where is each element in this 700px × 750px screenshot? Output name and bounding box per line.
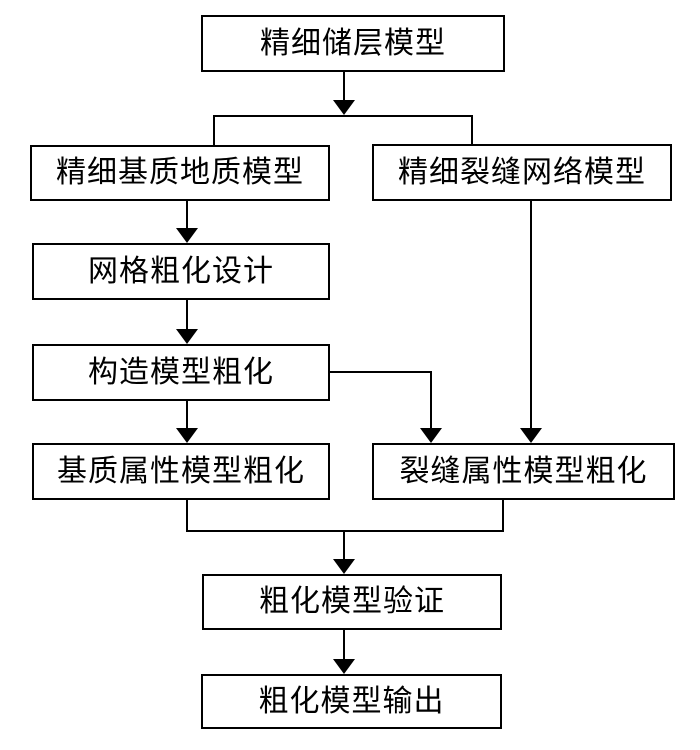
edge-structural-to-fractureprop-horizontal bbox=[330, 371, 432, 373]
arrow-down-icon bbox=[333, 100, 355, 115]
arrow-down-icon bbox=[176, 428, 198, 443]
node-fracture-property-model-coarsening: 裂缝属性模型粗化 bbox=[372, 443, 675, 500]
edge-matrix-to-grid-stem bbox=[186, 201, 188, 229]
arrow-down-icon bbox=[176, 329, 198, 344]
edge-merge-to-verification-stem bbox=[343, 530, 345, 560]
edge-split-to-fracture-model bbox=[471, 115, 473, 145]
edge-grid-to-structural-stem bbox=[186, 300, 188, 330]
arrow-down-icon bbox=[333, 559, 355, 574]
edge-fracturemodel-to-fractureprop-stem bbox=[530, 201, 532, 429]
node-fine-fracture-network-model: 精细裂缝网络模型 bbox=[372, 144, 672, 201]
node-coarsened-model-verification: 粗化模型验证 bbox=[202, 574, 502, 630]
node-grid-coarsening-design: 网格粗化设计 bbox=[32, 243, 330, 300]
edge-verification-to-output-stem bbox=[343, 630, 345, 660]
arrow-down-icon bbox=[520, 428, 542, 443]
node-matrix-property-model-coarsening: 基质属性模型粗化 bbox=[32, 443, 330, 500]
node-structural-model-coarsening: 构造模型粗化 bbox=[32, 344, 330, 401]
edge-fractureprop-drop bbox=[502, 500, 504, 532]
edge-structural-to-matrixprop-stem bbox=[186, 401, 188, 429]
edge-top-split-stem bbox=[343, 72, 345, 101]
arrow-down-icon bbox=[333, 659, 355, 674]
node-coarsened-model-output: 粗化模型输出 bbox=[201, 674, 502, 729]
edge-split-bar bbox=[213, 115, 473, 117]
arrow-down-icon bbox=[420, 428, 442, 443]
node-fine-reservoir-model: 精细储层模型 bbox=[201, 15, 505, 72]
edge-split-to-matrix-model bbox=[213, 115, 215, 146]
edge-merge-bar bbox=[186, 530, 504, 532]
edge-matrixprop-drop bbox=[186, 500, 188, 532]
node-fine-matrix-geological-model: 精细基质地质模型 bbox=[30, 145, 330, 201]
edge-structural-to-fractureprop-vertical bbox=[430, 371, 432, 429]
arrow-down-icon bbox=[176, 228, 198, 243]
